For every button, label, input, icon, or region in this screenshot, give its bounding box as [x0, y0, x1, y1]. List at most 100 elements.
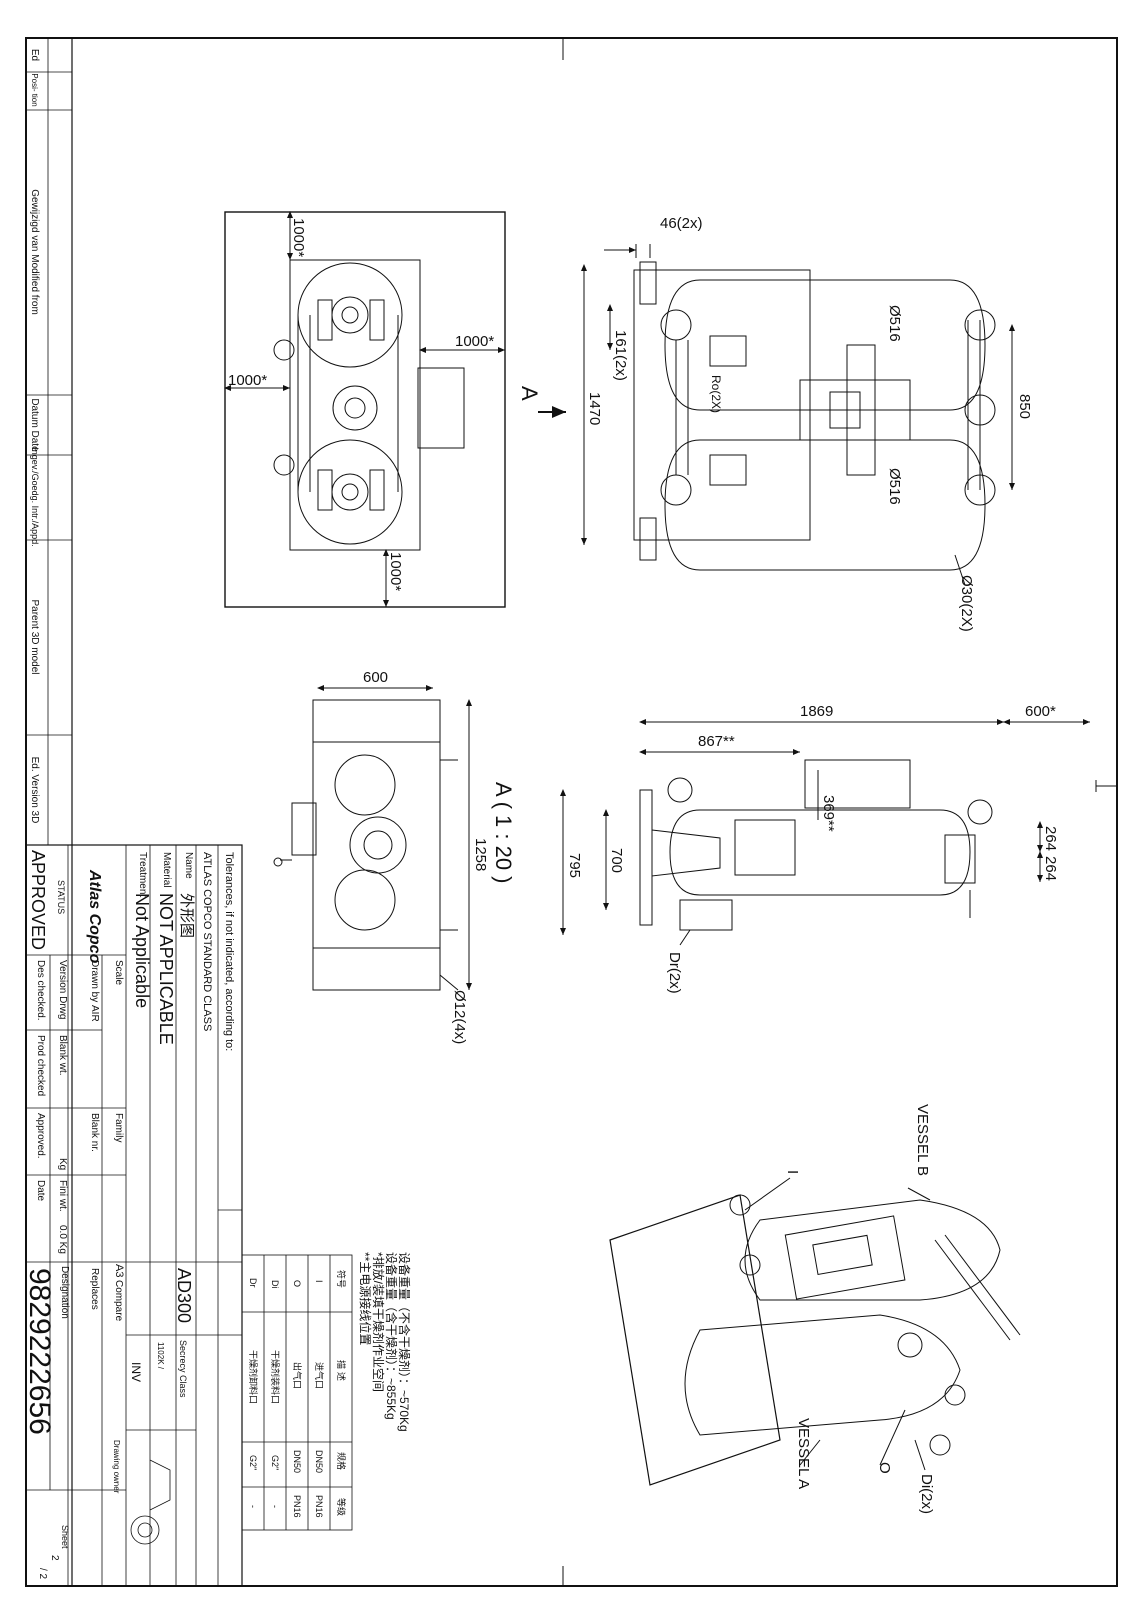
- symbol-table-text: 符号 描 述 规格 等级 I 进气口 DN50 PN16 O 出气口 DN50 …: [247, 1270, 347, 1518]
- top-dim-1: 1000*: [290, 218, 307, 257]
- front-view-dims: 46(2x) 161(2x) 1470 Ø516 Ø516 850 Ro(2X)…: [586, 215, 1033, 632]
- tb-designation-value: 9829222656: [23, 1268, 56, 1435]
- revision-table: [26, 38, 126, 846]
- top-dim-2: 1000*: [228, 372, 267, 389]
- note-2: 设备重量（含干燥剂）：~855Kg: [384, 1252, 399, 1420]
- top-dim-4: 1000*: [387, 552, 404, 591]
- tb-tolerances: Tolerances, if not indicated, according …: [223, 852, 235, 1051]
- front-dim-516b: Ø516: [886, 468, 903, 505]
- sym-h-3: 等级: [335, 1498, 347, 1516]
- tb-drawn-label: Drawn by: [89, 960, 100, 1002]
- tb-logo: Atlas Copco: [86, 869, 103, 964]
- sym-r0-c1: 进气口: [313, 1362, 325, 1389]
- notes: 设备重量（不含干燥剂）：~570Kg 设备重量（含干燥剂）：~855Kg *排放…: [358, 1252, 412, 1432]
- top-view: [224, 211, 506, 608]
- front-dim-ro: Ro(2X): [709, 375, 723, 413]
- revision-headers: Ed Posi- tion Gewijzigd van Modified fro…: [29, 49, 40, 823]
- rev-date-label: Datum Date: [29, 398, 40, 452]
- iso-vessel-b: VESSEL B: [914, 1104, 931, 1176]
- front-dim-46: 46(2x): [660, 215, 703, 232]
- sym-r2-c3: -: [270, 1505, 280, 1508]
- front-dim-1470: 1470: [586, 392, 603, 425]
- side-dim-600: 600*: [1025, 703, 1056, 720]
- tb-model: AD300: [174, 1268, 194, 1323]
- rev-position-label: Posi- tion: [30, 73, 39, 106]
- iso-di: Di(2x): [918, 1474, 935, 1514]
- title-block-text: Tolerances, if not indicated, according …: [23, 850, 235, 1580]
- tb-scale-label: Scale: [113, 960, 124, 985]
- tb-blank-nr: Blank nr.: [89, 1113, 100, 1152]
- tb-version-drwg: Version Drwg: [57, 960, 68, 1019]
- tb-fini-wt: Fini wt.: [57, 1180, 68, 1212]
- end-view: [273, 685, 472, 991]
- tb-secrecy-label: Secrecy Class: [178, 1340, 188, 1398]
- side-dim-1869: 1869: [800, 703, 833, 720]
- sym-r2-c2: G2": [270, 1455, 280, 1470]
- sym-r1-c0: O: [292, 1280, 302, 1287]
- tb-standard: ATLAS COPCO STANDARD CLASS: [201, 852, 213, 1031]
- tb-status-value: APPROVED: [28, 850, 48, 950]
- side-dim-867: 867**: [698, 733, 735, 750]
- tb-drawn-value: AIR: [89, 1005, 100, 1022]
- tb-kg: Kg: [57, 1158, 68, 1170]
- tb-designation-label: Designation: [59, 1266, 70, 1319]
- tb-replaces: Replaces: [89, 1268, 100, 1310]
- front-view: [581, 244, 1015, 586]
- tb-treatment-label: Treatment: [137, 852, 148, 897]
- view-arrow-a-label: A: [517, 386, 542, 401]
- side-dim-dr: Dr(2x): [666, 952, 683, 994]
- iso-outlet: O: [876, 1462, 893, 1474]
- front-dim-850: 850: [1016, 394, 1033, 419]
- tb-blank-wt: Blank wt.: [57, 1035, 68, 1076]
- drawing-frame: [25, 37, 1118, 1587]
- tb-inv: INV: [129, 1362, 143, 1382]
- rev-version-label: Ed. Version 3D: [29, 757, 40, 824]
- side-dim-795: 795: [566, 853, 583, 878]
- tb-fini-wt-value: 0.0 Kg: [57, 1225, 68, 1254]
- tb-material-label: Material: [161, 852, 172, 888]
- end-dim-o12: Ø12(4x): [451, 990, 468, 1044]
- sym-r0-c3: PN16: [314, 1495, 324, 1518]
- sym-r1-c2: DN50: [292, 1450, 302, 1473]
- tb-name-value: 外形图: [178, 893, 196, 938]
- front-dim-516a: Ø516: [886, 305, 903, 342]
- tb-material-value: NOT APPLICABLE: [156, 893, 176, 1045]
- side-dim-700: 700: [608, 848, 625, 873]
- view-arrow-a: A: [517, 386, 566, 418]
- tb-prod-checked: Prod checked: [35, 1035, 46, 1096]
- sym-r2-c0: Di: [270, 1280, 280, 1289]
- sym-r3-c0: Dr: [248, 1278, 258, 1288]
- sym-r3-c2: G2": [248, 1455, 258, 1470]
- tb-sheet-label: Sheet: [60, 1525, 70, 1549]
- sym-r3-c1: 干燥剂卸料口: [247, 1350, 259, 1404]
- sym-r1-c3: PN16: [292, 1495, 302, 1518]
- tb-compare: Compare: [113, 1280, 124, 1322]
- sym-r1-c1: 出气口: [291, 1362, 303, 1389]
- tb-des-checked: Des checked.: [35, 960, 46, 1021]
- tb-secrecy-value: 1102K /: [156, 1342, 165, 1370]
- sym-r3-c3: -: [248, 1505, 258, 1508]
- end-dim-1258: 1258: [472, 838, 489, 871]
- rev-ed-label: Ed: [29, 49, 40, 61]
- tb-family-label: Family: [113, 1113, 124, 1142]
- front-dim-o30: Ø30(2X): [958, 575, 975, 632]
- iso-vessel-a: VESSEL A: [795, 1418, 812, 1489]
- top-dim-3: 1000*: [455, 333, 494, 350]
- tb-sheet-value: 2: [49, 1555, 60, 1561]
- title-block: [25, 844, 243, 1587]
- sym-h-0: 符号: [335, 1270, 347, 1288]
- rev-parent-model-label: Parent 3D model: [29, 599, 40, 674]
- side-dim-369: 369**: [820, 795, 837, 832]
- end-view-dims: 600 1258 Ø12(4x): [363, 669, 489, 1044]
- rev-approved-label: Ingev./Goedg. Intr./Appd.: [30, 447, 40, 546]
- tb-treatment-value: Not Applicable: [132, 893, 152, 1008]
- iso-inlet: I: [784, 1170, 801, 1174]
- rev-modified-label: Gewijzigd van Modified from: [29, 189, 40, 315]
- side-dim-264a: 264: [1042, 826, 1059, 851]
- tb-format: A3: [113, 1264, 125, 1277]
- front-dim-161: 161(2x): [612, 330, 629, 381]
- end-dim-600: 600: [363, 669, 388, 686]
- sym-h-2: 规格: [335, 1452, 347, 1470]
